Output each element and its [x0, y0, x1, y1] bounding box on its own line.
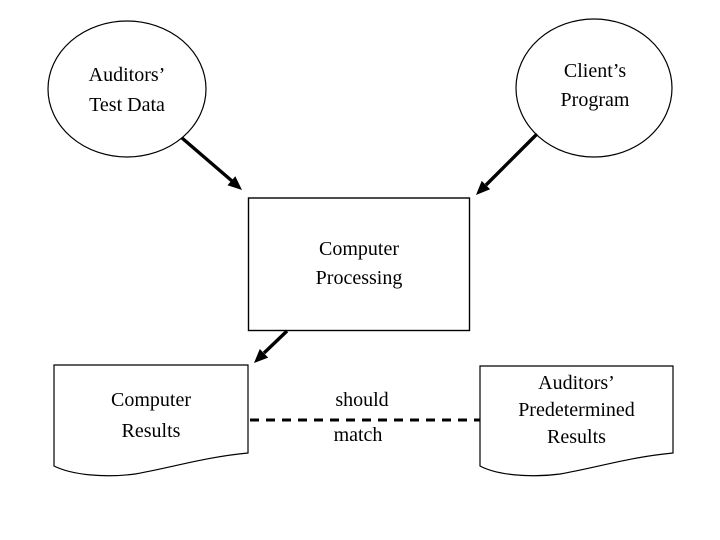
auditors-predetermined-results-label-line3: Results: [547, 426, 606, 448]
auditors-predetermined-results-label-line1: Auditors’: [538, 372, 615, 394]
auditors-test-data-ellipse: [47, 20, 207, 158]
computer-processing-label-line1: Computer: [319, 238, 399, 260]
clients-program-label-line1: Client’s: [563, 60, 627, 82]
arrow-test-data-to-processing: [180, 136, 242, 190]
computer-results-label-line1: Computer: [111, 389, 191, 411]
match-label: match: [333, 424, 383, 446]
computer-processing-box: [247, 197, 471, 332]
clients-program-ellipse: [515, 18, 673, 158]
computer-results-label: Computer Results: [54, 385, 248, 447]
computer-results-label-line2: Results: [121, 420, 181, 442]
should-label: should: [335, 389, 389, 411]
clients-program-label-line2: Program: [560, 89, 630, 111]
clients-program-label: Client’s Program: [517, 57, 673, 115]
computer-processing-label-line2: Processing: [315, 267, 403, 289]
arrow-processing-to-results: [254, 329, 289, 363]
auditors-predetermined-results-label: Auditors’ Predetermined Results: [480, 370, 673, 451]
auditors-predetermined-results-label-line2: Predetermined: [518, 399, 635, 421]
computer-processing-label: Computer Processing: [248, 235, 470, 293]
auditors-test-data-label-line1: Auditors’: [88, 64, 166, 86]
auditors-test-data-label: Auditors’ Test Data: [47, 60, 207, 120]
auditors-test-data-label-line2: Test Data: [89, 94, 165, 116]
computer-results-document: [53, 364, 249, 477]
arrow-clients-program-to-processing: [476, 132, 539, 195]
auditors-predetermined-results-document: [479, 365, 674, 477]
